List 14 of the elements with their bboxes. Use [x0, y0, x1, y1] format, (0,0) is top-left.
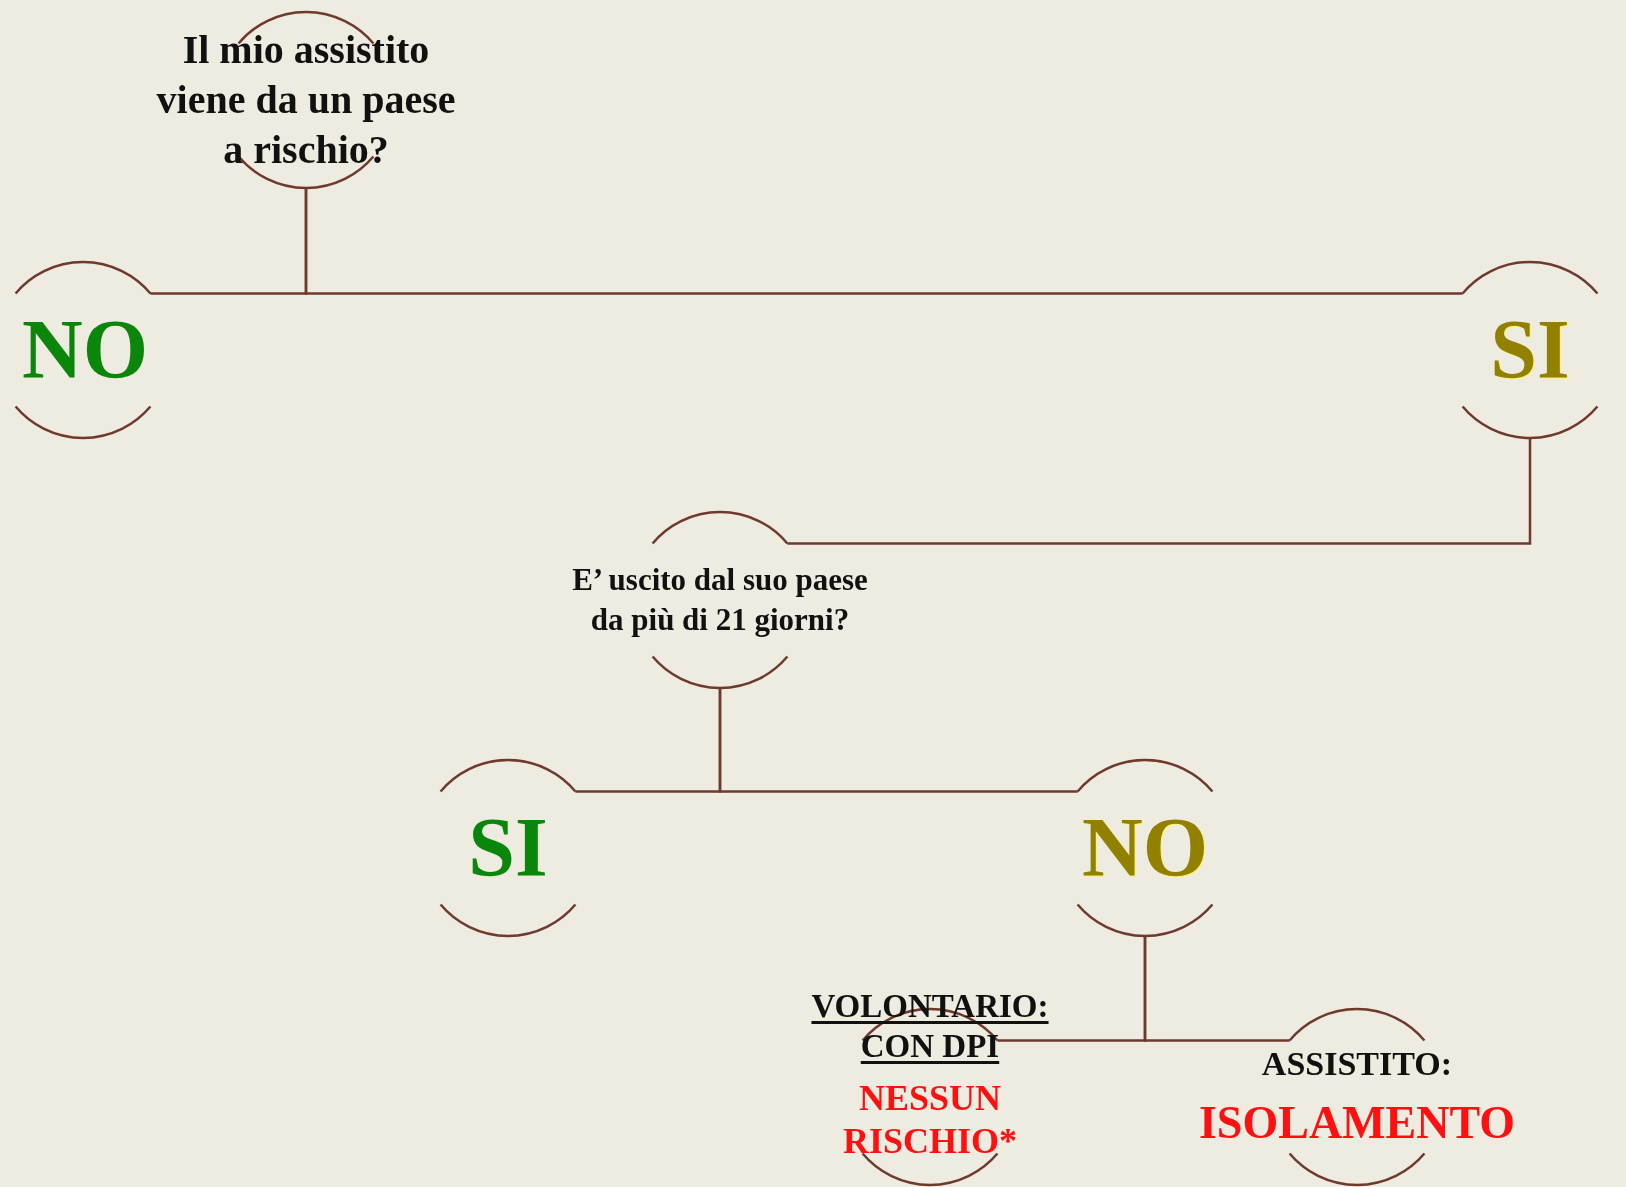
node-text: ISOLAMENTO	[1198, 1095, 1516, 1150]
connector-line	[787, 438, 1532, 545]
node-text: ASSISTITO:	[1261, 1044, 1453, 1084]
node-text: SI	[468, 806, 548, 890]
node-text: SI	[1490, 308, 1570, 392]
node-text: VOLONTARIO: CON DPI	[810, 987, 1050, 1067]
connector-line	[1143, 936, 1290, 1042]
node-text: E’ uscito dal suo paese da più di 21 giorni?	[571, 560, 869, 639]
node-text: NO	[1082, 806, 1208, 890]
node-text: NESSUN RISCHIO*	[841, 1076, 1018, 1163]
node-text: NO	[22, 308, 148, 392]
node-text: Il mio assistito viene da un paese a rischio?	[155, 26, 457, 174]
connector-line	[304, 188, 1463, 295]
connector-line	[718, 688, 1078, 793]
